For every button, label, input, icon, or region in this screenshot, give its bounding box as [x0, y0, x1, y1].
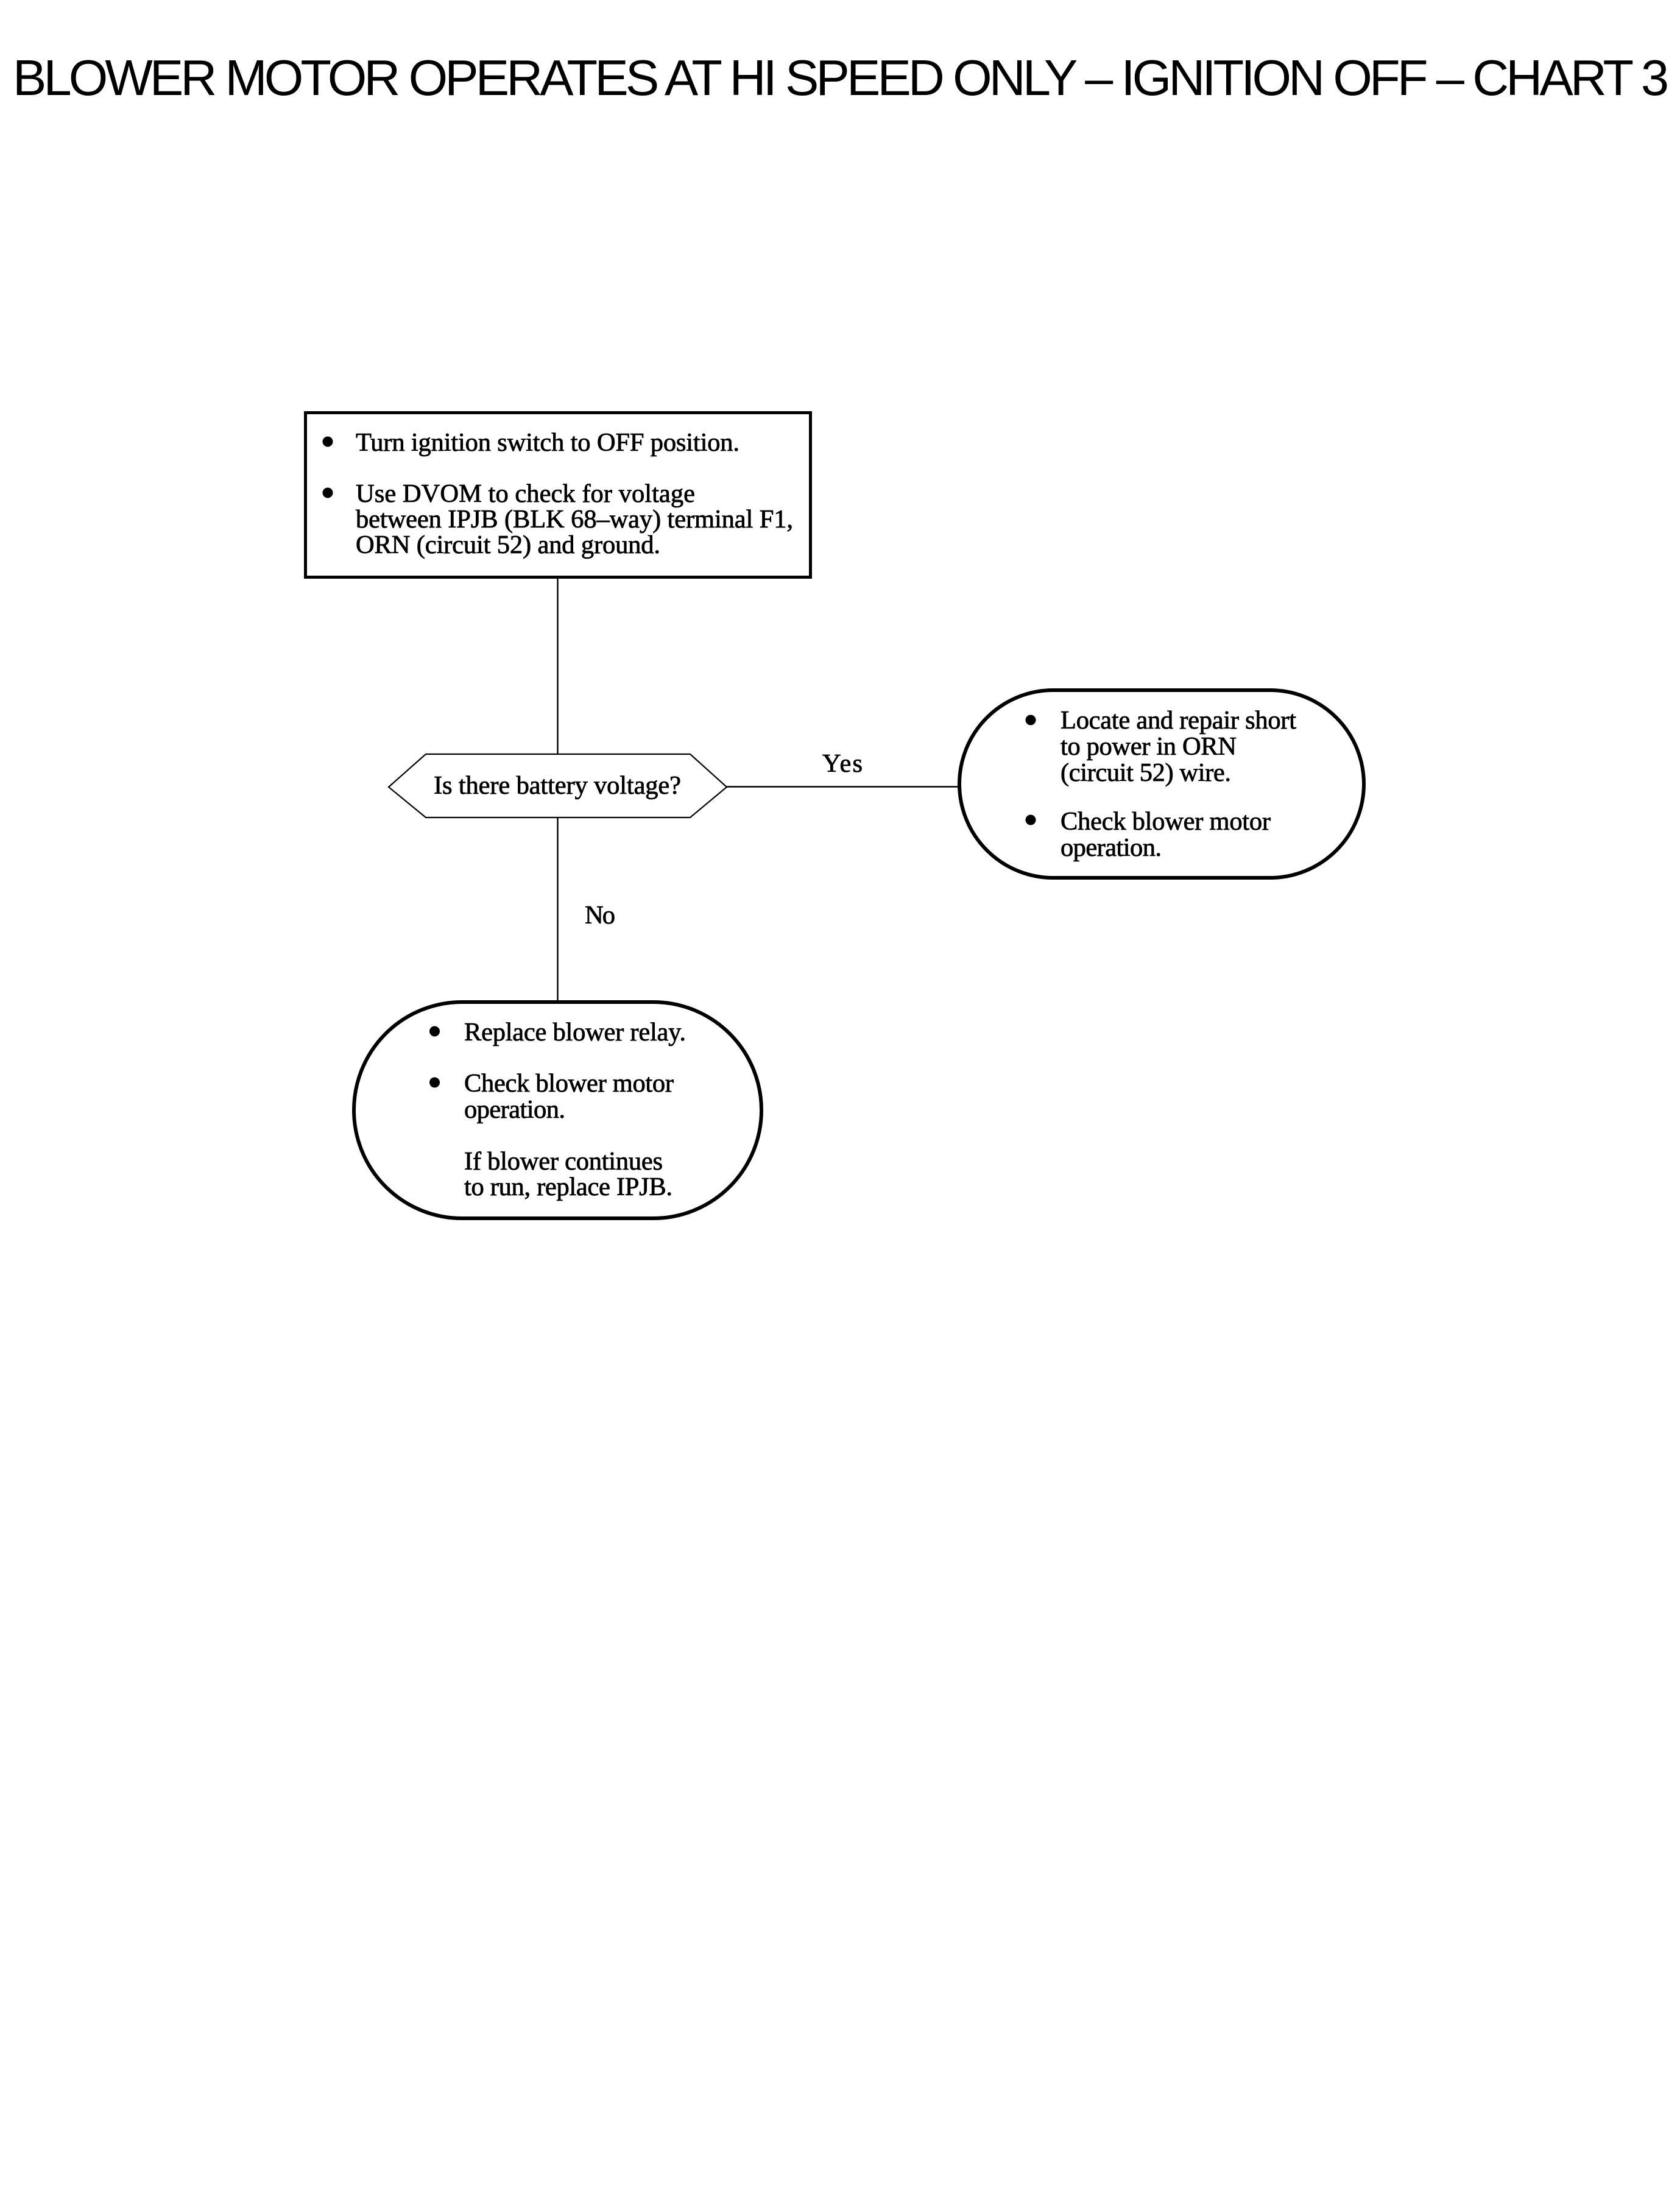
svg-text:to run, replace IPJB.: to run, replace IPJB.: [464, 1173, 672, 1201]
svg-text:Check blower motor: Check blower motor: [464, 1069, 674, 1098]
svg-text:No: No: [585, 901, 615, 930]
svg-text:between IPJB (BLK 68–way) term: between IPJB (BLK 68–way) terminal F1,: [356, 505, 793, 534]
svg-text:(circuit 52) wire.: (circuit 52) wire.: [1061, 758, 1231, 787]
svg-text:Check blower motor: Check blower motor: [1061, 807, 1271, 836]
svg-text:If blower continues: If blower continues: [464, 1147, 663, 1176]
svg-text:Turn ignition switch to OFF po: Turn ignition switch to OFF position.: [356, 428, 739, 457]
svg-text:Locate and repair short: Locate and repair short: [1061, 706, 1296, 735]
svg-text:BLOWER MOTOR OPERATES AT HI SP: BLOWER MOTOR OPERATES AT HI SPEED ONLY –…: [13, 49, 1669, 106]
svg-text:operation.: operation.: [464, 1095, 565, 1124]
svg-text:ORN (circuit 52) and ground.: ORN (circuit 52) and ground.: [356, 531, 660, 559]
svg-text:operation.: operation.: [1061, 833, 1162, 862]
svg-text:Use DVOM to check for voltage: Use DVOM to check for voltage: [356, 479, 695, 508]
svg-text:Is there battery voltage?: Is there battery voltage?: [434, 771, 681, 800]
svg-text:to power in ORN: to power in ORN: [1061, 732, 1237, 761]
svg-text:Replace blower relay.: Replace blower relay.: [464, 1018, 686, 1047]
svg-text:Yes: Yes: [822, 749, 863, 778]
